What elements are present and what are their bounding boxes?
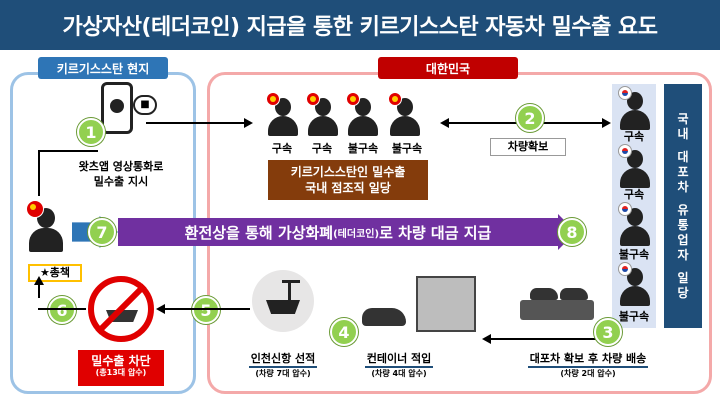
step-1-caption-line2: 밀수출 지시 bbox=[93, 174, 149, 188]
arrow-step-6-h bbox=[38, 308, 86, 310]
step-1-caption: 왓츠앱 영상통화로 밀수출 지시 bbox=[56, 160, 186, 190]
dealer-title: 국 내 대 포 차 유 통 업 자 일 당 bbox=[664, 84, 702, 328]
step-1-caption-line1: 왓츠앱 영상통화로 bbox=[78, 160, 164, 173]
dealer-1 bbox=[618, 86, 652, 130]
step-7-badge: 7 bbox=[88, 218, 116, 246]
step-2-badge: 2 bbox=[516, 104, 544, 132]
block-box: 밀수출 차단 (총13대 압수) bbox=[78, 350, 164, 386]
region-tag-kyrgyzstan: 키르기스스탄 현지 bbox=[38, 57, 168, 79]
dealer-title-ch: 대 bbox=[677, 149, 689, 164]
dealer-4 bbox=[618, 262, 652, 306]
step-8-badge: 8 bbox=[558, 218, 586, 246]
dealer-title-ch: 포 bbox=[677, 164, 689, 179]
gang-box-line1: 키르기스스탄인 밀수출 bbox=[290, 164, 406, 179]
step-3-caption-main: 대포차 확보 후 차량 배송 bbox=[527, 350, 649, 368]
step-1-badge: 1 bbox=[77, 118, 105, 146]
dealer-title-ch: 당 bbox=[677, 285, 689, 300]
payment-band-small: (테더코인) bbox=[333, 228, 380, 240]
dealer-4-status: 불구속 bbox=[618, 310, 650, 323]
dealer-1-status: 구속 bbox=[623, 130, 645, 143]
gang-member-4-status: 불구속 bbox=[391, 142, 423, 155]
dealer-title-ch: 국 bbox=[677, 111, 689, 126]
step-5-caption-main: 인천신항 선적 bbox=[248, 350, 318, 368]
gang-member-2 bbox=[306, 92, 340, 136]
gang-member-3-status: 불구속 bbox=[347, 142, 379, 155]
step-4-caption-main: 컨테이너 적입 bbox=[364, 350, 434, 368]
dealer-3-status: 불구속 bbox=[618, 248, 650, 261]
payment-band-text: 환전상을 통해 가상화폐 bbox=[184, 223, 334, 242]
arrow-step-3-head bbox=[482, 334, 491, 344]
dealer-2-status: 구속 bbox=[623, 188, 645, 201]
gang-member-3 bbox=[346, 92, 380, 136]
arrow-step-5-head bbox=[156, 304, 165, 314]
region-tag-korea: 대한민국 bbox=[378, 57, 518, 79]
ship-port-icon bbox=[252, 270, 314, 332]
gang-box: 키르기스스탄인 밀수출 국내 점조직 일당 bbox=[268, 160, 428, 200]
connector-boss-to-phone bbox=[38, 150, 40, 196]
connector-boss-to-phone-h bbox=[38, 150, 98, 152]
dealer-title-ch: 차 bbox=[677, 179, 689, 194]
step-4-caption-sub: (차량 4대 압수) bbox=[371, 369, 427, 378]
arrow-step-3 bbox=[488, 338, 610, 340]
step-5-caption: 인천신항 선적 (차량 7대 압수) bbox=[228, 350, 338, 379]
dealer-title-ch: 업 bbox=[677, 232, 689, 247]
step-5-badge: 5 bbox=[192, 296, 220, 324]
gang-box-line2: 국내 점조직 일당 bbox=[305, 181, 391, 195]
step-6-caption-main: 밀수출 차단 bbox=[91, 354, 151, 368]
dealer-2 bbox=[618, 144, 652, 188]
dealer-title-ch: 유 bbox=[677, 202, 689, 217]
step-4-badge: 4 bbox=[330, 318, 358, 346]
no-export-ship-icon bbox=[88, 276, 154, 342]
dealer-title-ch: 내 bbox=[677, 126, 689, 141]
arrow-step-2-left-head bbox=[440, 118, 449, 128]
dealer-title-ch: 일 bbox=[677, 270, 689, 285]
page-title: 가상자산(테더코인) 지급을 통한 키르기스스탄 자동차 밀수출 요도 bbox=[0, 0, 720, 50]
step-6-caption-sub: (총13대 압수) bbox=[95, 368, 147, 378]
arrow-step-5 bbox=[162, 308, 250, 310]
step-6-badge: 6 bbox=[48, 296, 76, 324]
arrow-step-6 bbox=[38, 282, 40, 298]
step-5-caption-sub: (차량 7대 압수) bbox=[255, 369, 311, 378]
payment-band: 환전상을 통해 가상화폐 (테더코인) 로 차량 대금 지급 bbox=[118, 214, 576, 250]
boss-figure bbox=[26, 200, 66, 252]
arrow-to-gang bbox=[146, 122, 246, 124]
dealer-title-ch: 자 bbox=[677, 247, 689, 262]
gang-member-1-status: 구속 bbox=[271, 142, 293, 155]
step-3-caption: 대포차 확보 후 차량 배송 (차량 2대 압수) bbox=[504, 350, 672, 379]
gang-member-2-status: 구속 bbox=[311, 142, 333, 155]
dealer-title-ch: 통 bbox=[677, 217, 689, 232]
arrow-to-gang-head bbox=[244, 118, 253, 128]
gang-member-4 bbox=[388, 92, 422, 136]
step-3-badge: 3 bbox=[594, 318, 622, 346]
gang-member-1 bbox=[266, 92, 300, 136]
payment-band-text-post: 로 차량 대금 지급 bbox=[379, 223, 492, 242]
dealer-3 bbox=[618, 202, 652, 246]
arrow-step-6-head bbox=[34, 276, 44, 285]
step-4-caption: 컨테이너 적입 (차량 4대 압수) bbox=[344, 350, 454, 379]
step-2-label: 차량확보 bbox=[490, 138, 566, 156]
arrow-step-2-right-head bbox=[602, 118, 611, 128]
step-3-caption-sub: (차량 2대 압수) bbox=[560, 369, 616, 378]
